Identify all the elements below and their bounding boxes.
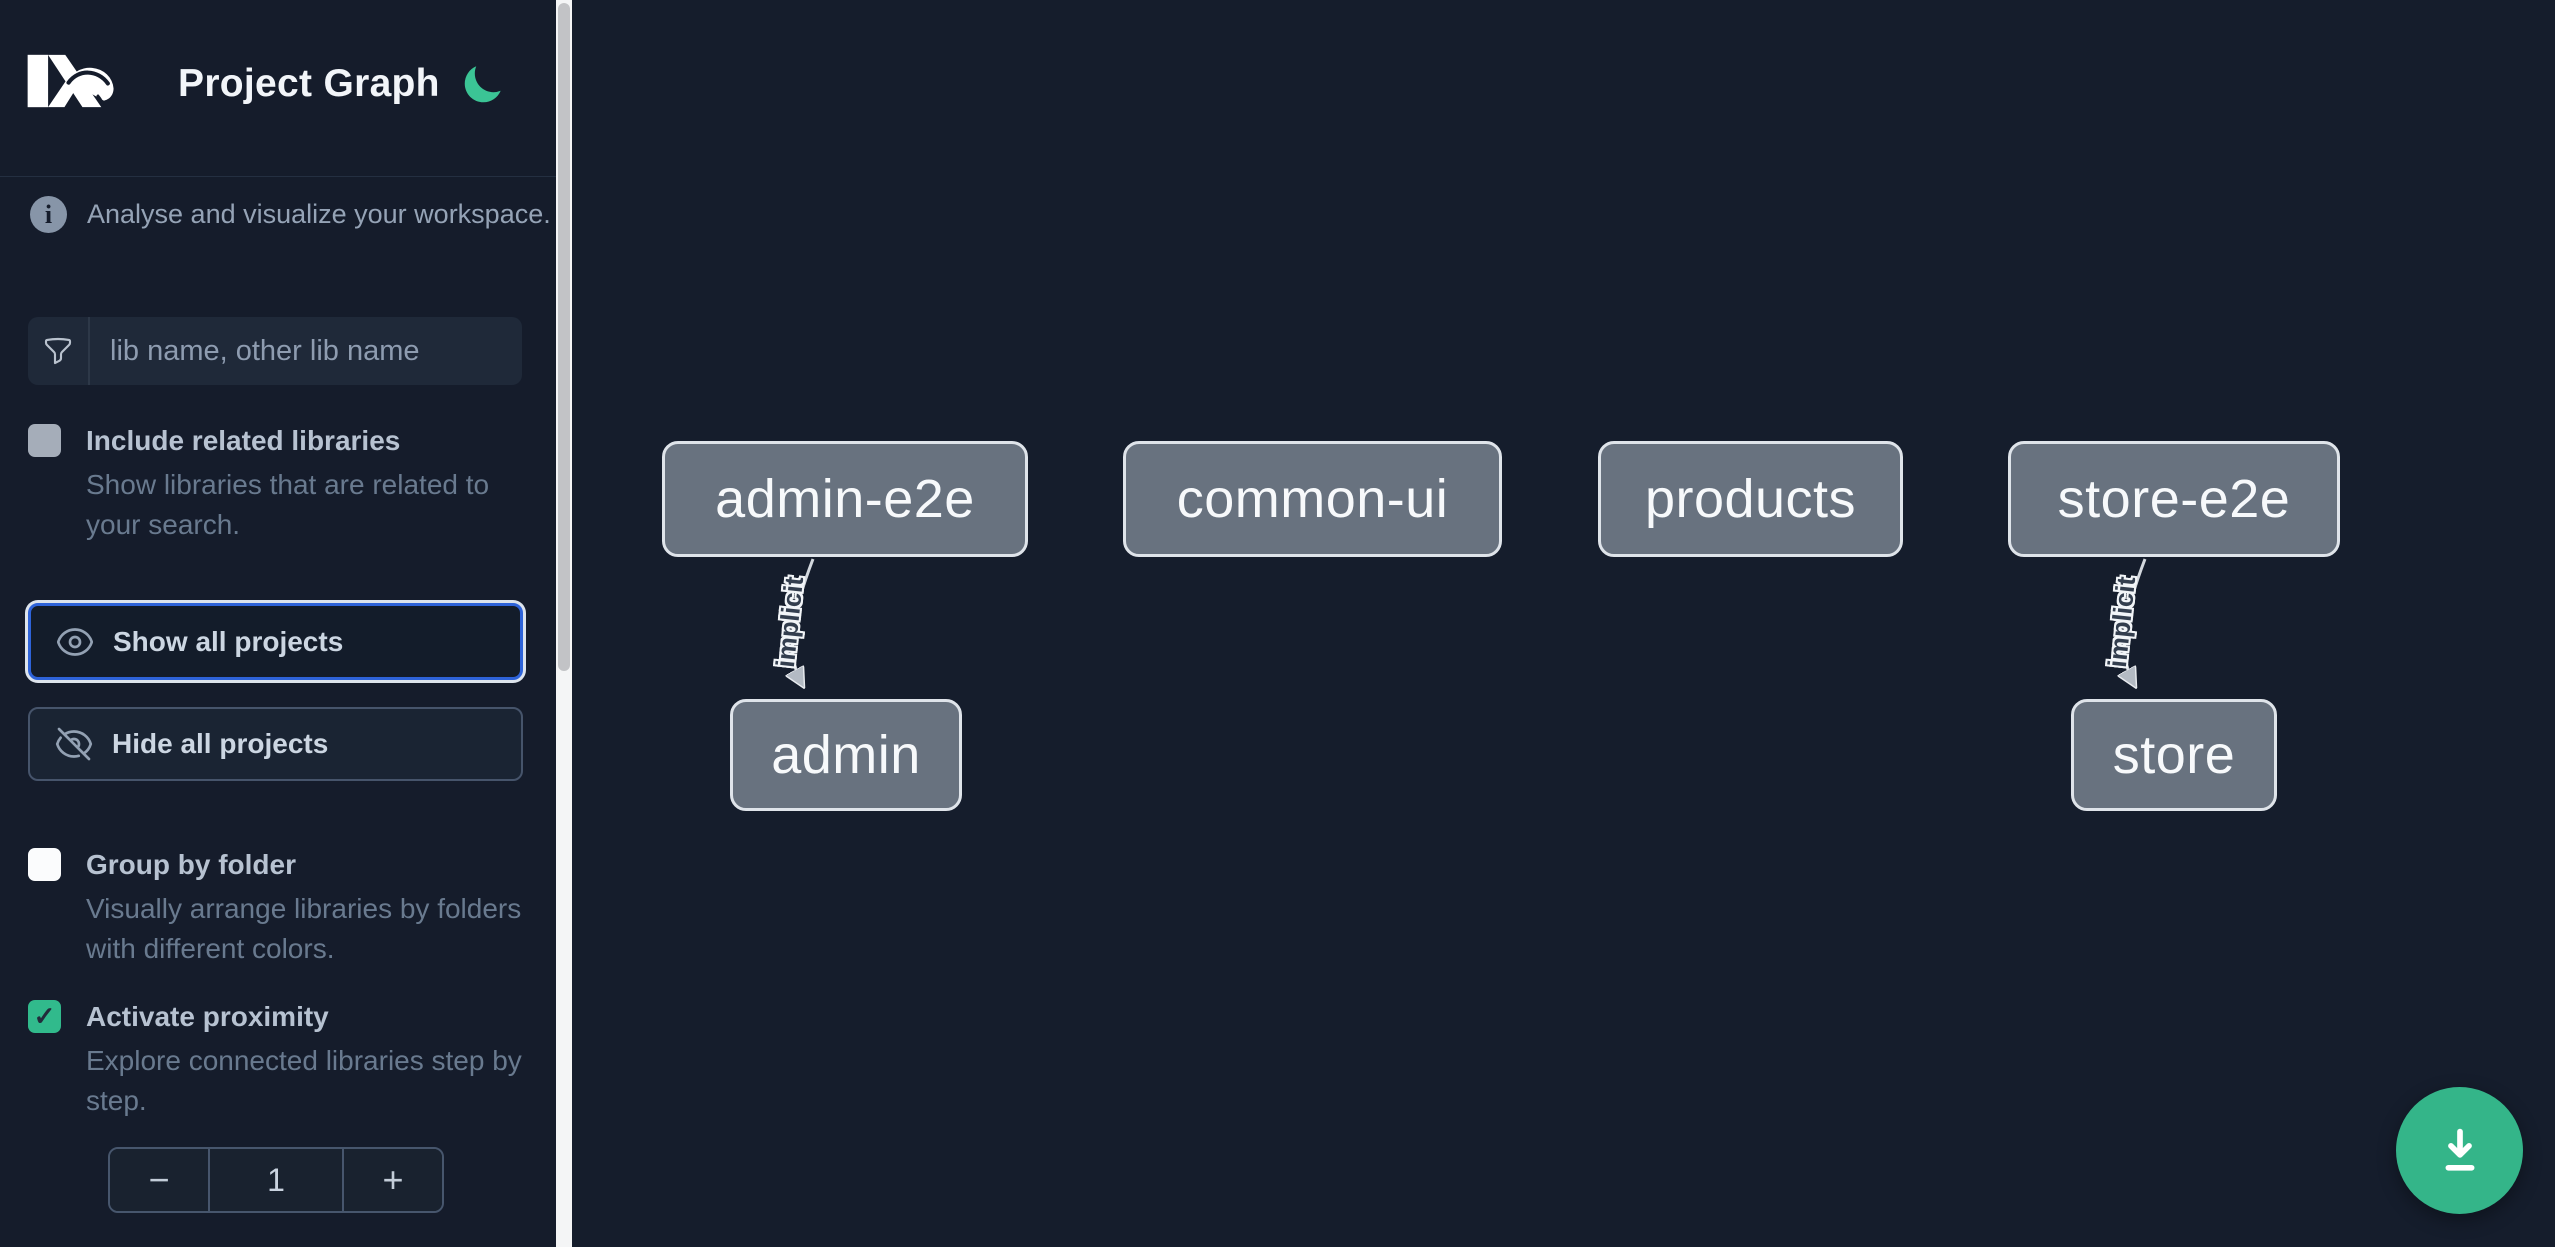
show-all-projects-button[interactable]: Show all projects	[28, 603, 523, 680]
include-related-description: Show libraries that are related to your …	[86, 469, 490, 540]
workspace-tagline: Analyse and visualize your workspace.	[87, 199, 551, 229]
graph-node-store-e2e[interactable]: store-e2e	[2008, 441, 2340, 557]
sidebar-scrollbar-track[interactable]	[556, 0, 572, 1247]
download-graph-button[interactable]	[2396, 1087, 2523, 1214]
group-by-folder-checkbox-row[interactable]: Group by folder	[28, 846, 528, 881]
group-by-folder-label: Group by folder	[86, 849, 296, 880]
increment-depth-button[interactable]: +	[342, 1149, 442, 1211]
graph-node-products[interactable]: products	[1598, 441, 1903, 557]
funnel-icon	[28, 317, 90, 385]
download-icon	[2445, 1128, 2474, 1171]
check-icon: ✓	[33, 1001, 56, 1031]
proximity-depth-stepper: − 1 +	[108, 1147, 444, 1213]
theme-toggle-button[interactable]	[456, 60, 508, 112]
hide-all-projects-button[interactable]: Hide all projects	[28, 707, 523, 781]
activate-proximity-label: Activate proximity	[86, 1001, 329, 1032]
option-group-by-folder: Group by folder Visually arrange librari…	[28, 846, 528, 969]
sidebar-header: Project Graph	[0, 0, 556, 177]
activate-proximity-checkbox[interactable]: ✓	[28, 1000, 61, 1033]
graph-node-admin-e2e[interactable]: admin-e2e	[662, 441, 1028, 557]
info-icon: i	[30, 196, 67, 233]
filter-projects-input[interactable]	[90, 317, 522, 385]
include-related-checkbox-row[interactable]: Include related libraries	[28, 422, 528, 457]
include-related-checkbox[interactable]	[28, 424, 61, 457]
graph-node-common-ui[interactable]: common-ui	[1123, 441, 1502, 557]
graph-node-store[interactable]: store	[2071, 699, 2277, 811]
project-filter-box	[28, 317, 522, 385]
activate-proximity-checkbox-row[interactable]: ✓ Activate proximity	[28, 998, 528, 1033]
eye-slash-icon	[55, 727, 93, 761]
show-all-projects-label: Show all projects	[113, 625, 344, 657]
workspace-tagline-row: i Analyse and visualize your workspace.	[30, 196, 551, 233]
sidebar: Project Graph i Analyse and visualize yo…	[0, 0, 556, 1247]
page-title: Project Graph	[178, 62, 440, 105]
graph-node-admin[interactable]: admin	[730, 699, 962, 811]
edge-label-implicit: implicit	[769, 575, 810, 669]
eye-icon	[56, 627, 94, 656]
group-by-folder-description: Visually arrange libraries by folders wi…	[86, 893, 522, 964]
option-activate-proximity: ✓ Activate proximity Explore connected l…	[28, 998, 528, 1121]
include-related-label: Include related libraries	[86, 425, 401, 456]
sidebar-scrollbar-thumb[interactable]	[558, 3, 570, 671]
option-include-related: Include related libraries Show libraries…	[28, 422, 528, 545]
depth-value: 1	[267, 1161, 285, 1198]
decrement-depth-button[interactable]: −	[110, 1149, 210, 1211]
moon-icon	[464, 65, 501, 102]
edge-label-implicit: implicit	[2101, 575, 2142, 669]
nx-logo	[27, 54, 114, 108]
group-by-folder-checkbox[interactable]	[28, 848, 61, 881]
hide-all-projects-label: Hide all projects	[112, 728, 329, 759]
activate-proximity-description: Explore connected libraries step by step…	[86, 1045, 522, 1116]
